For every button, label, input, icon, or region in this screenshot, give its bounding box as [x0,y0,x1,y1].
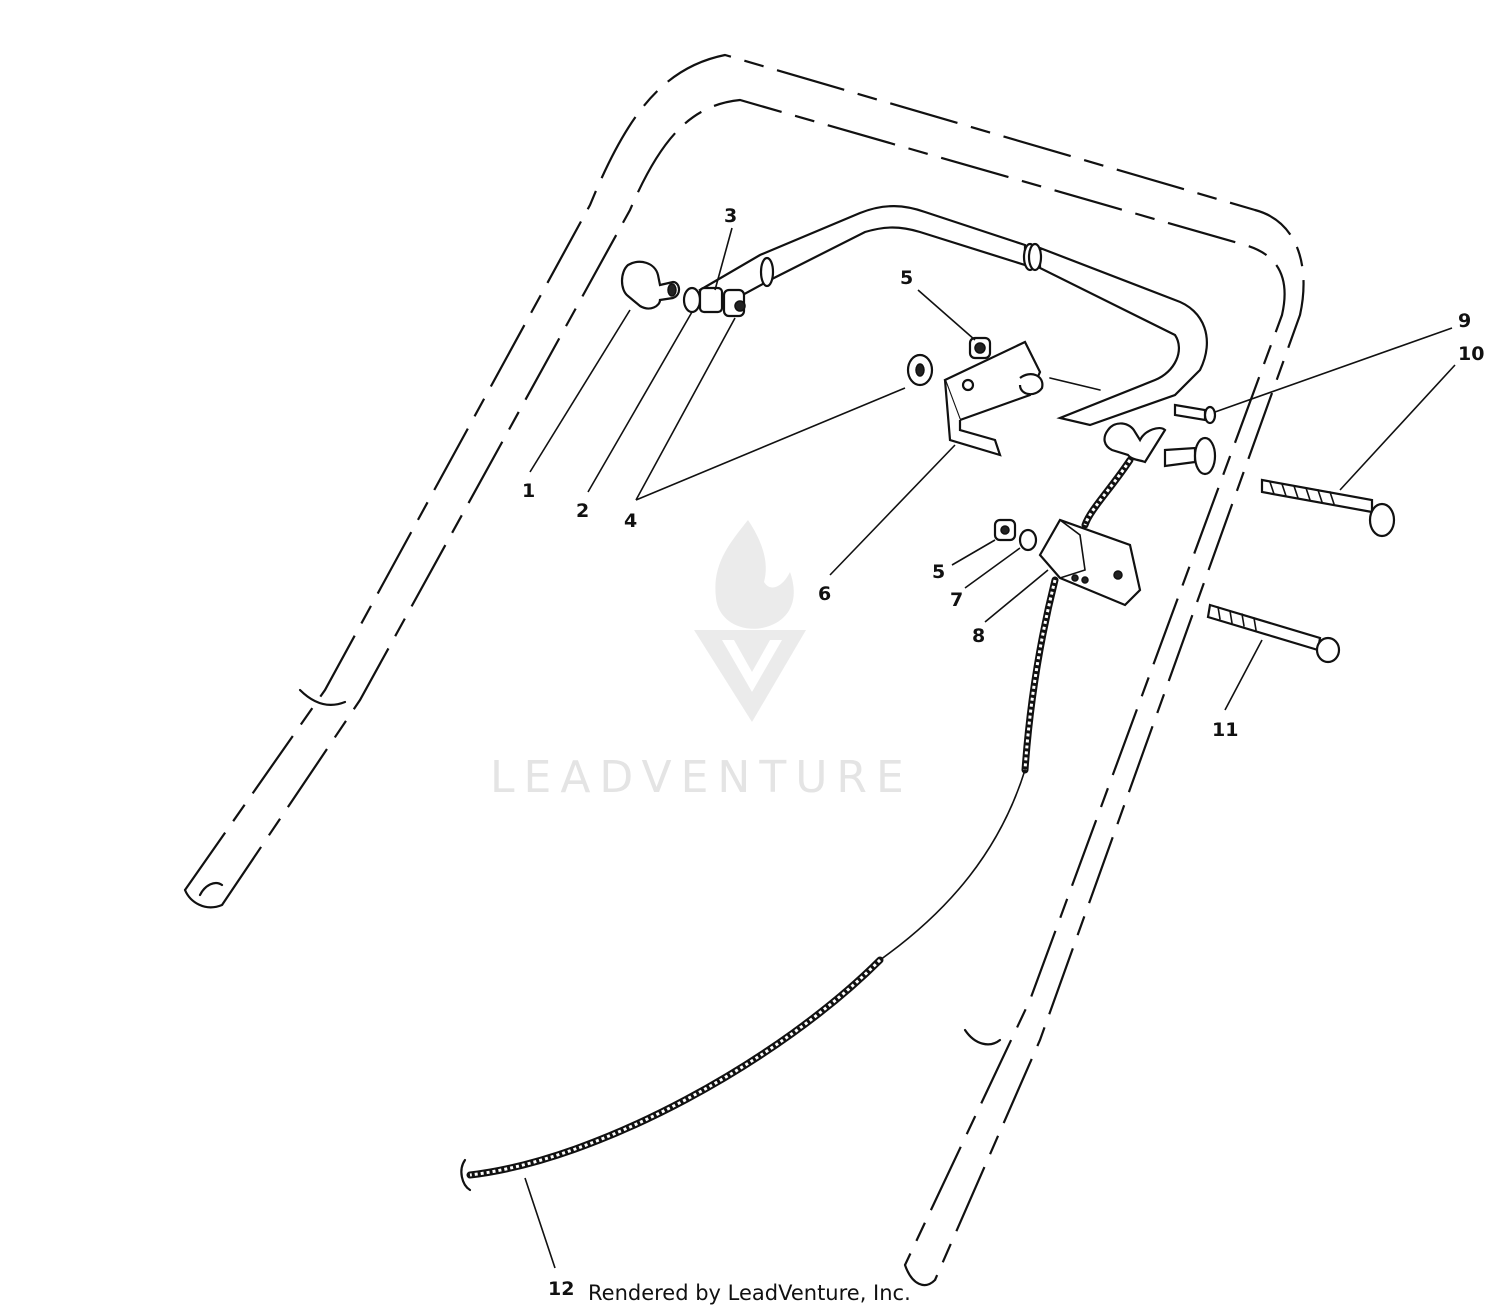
callout-6: 6 [818,583,831,605]
callout-5-lower: 5 [932,561,945,583]
control-cable [460,456,1134,1192]
bolt-11 [1206,603,1341,664]
callout-10: 10 [1458,343,1484,365]
screw-9 [1173,403,1217,425]
bolt-10 [1260,478,1396,538]
callout-1: 1 [522,480,535,502]
middle-washer [906,353,934,387]
callout-7: 7 [950,589,963,611]
handle-tube [183,53,1305,1287]
callout-8: 8 [972,625,985,647]
lower-washer [1018,528,1038,552]
callout-4: 4 [624,510,637,532]
callout-labels: 1 2 3 4 5 6 5 7 8 9 10 11 12 [522,205,1484,1300]
pivot-bushing [620,260,681,310]
upper-nut [968,336,992,360]
watermark-text: LEADVENTURE [490,752,913,803]
callout-5-upper: 5 [900,267,913,289]
lower-nut [993,518,1017,542]
control-bracket [943,340,1101,457]
callout-11: 11 [1212,719,1238,741]
spacer-washer-nut [682,286,746,318]
callout-2: 2 [576,500,589,522]
control-bail [698,205,1208,427]
cable-clamp [1038,518,1142,607]
watermark-logo [694,520,806,722]
leader-lines [524,227,1456,1269]
cable-pivot [1103,422,1217,476]
callout-3: 3 [724,205,737,227]
callout-12: 12 [548,1278,574,1300]
callout-9: 9 [1458,310,1471,332]
footer-credit: Rendered by LeadVenture, Inc. [588,1281,911,1305]
